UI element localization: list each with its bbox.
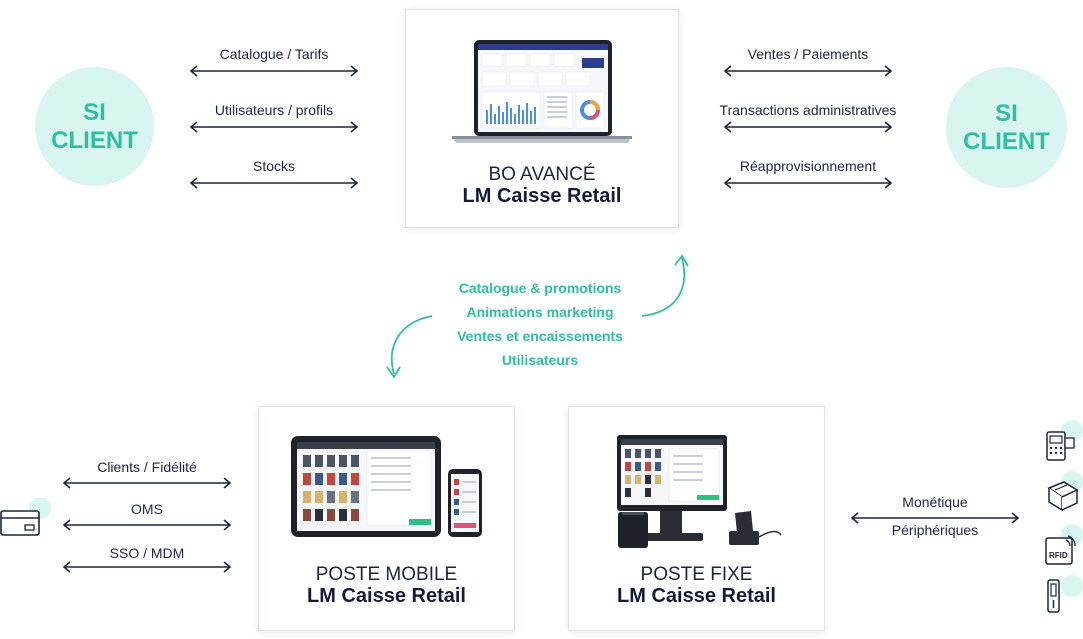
double-arrow [62,477,232,489]
mobile-card: POSTE MOBILE LM Caisse Retail [258,406,515,631]
fixe-card: POSTE FIXE LM Caisse Retail [568,406,825,631]
curved-arrow-down [390,315,433,375]
receipt-printer-icon [1040,470,1083,516]
laptop-illustration [452,40,632,143]
flow-label-stocks: Stocks [252,158,295,174]
flow-label-ventes: Ventes / Paiements [747,46,869,62]
double-arrow [189,121,359,133]
flow-label-clients: Clients / Fidélité [97,459,197,475]
flow-label-reappro: Réapprovisionnement [739,158,877,174]
curved-arrow-down-head [386,366,401,379]
si-client-right-line1: SI [995,99,1018,127]
si-client-left-line2: CLIENT [51,126,138,154]
fixe-card-subtitle: LM Caisse Retail [617,585,776,607]
double-arrow [723,65,893,77]
bo-card: BO AVANCÉ LM Caisse Retail [405,9,679,228]
tablet-phone-illustration [291,436,482,537]
bo-card-title: BO AVANCÉ [488,164,596,185]
double-arrow [62,519,232,531]
svg-text:RFID: RFID [1049,551,1068,560]
rfid-reader-icon: RFID [1040,524,1083,570]
flow-label-monetique: Monétique [902,494,968,510]
curved-arrow-up-head [674,254,689,267]
sync-flow-item: Animations marketing [466,304,614,320]
si-client-left: SI CLIENT [35,67,154,186]
flow-label-utilisateurs: Utilisateurs / profils [214,102,334,118]
bo-card-subtitle: LM Caisse Retail [462,185,622,207]
sync-flow-item: Catalogue & promotions [458,280,622,296]
sync-flow-item: Ventes et encaissements [457,328,623,344]
payment-terminal-icon [1040,420,1083,464]
si-client-right: SI CLIENT [946,67,1067,188]
mobile-card-subtitle: LM Caisse Retail [307,585,466,607]
double-arrow [189,177,359,189]
double-arrow [723,121,893,133]
double-arrow [850,512,1020,524]
double-arrow [723,177,893,189]
flow-label-sso: SSO / MDM [109,545,185,561]
flow-label-peripheriques: Périphériques [891,522,979,538]
barcode-scanner-icon [1040,575,1083,615]
flow-label-oms: OMS [131,501,163,517]
double-arrows [62,65,1020,573]
sync-flow-list: Catalogue & promotions Animations market… [430,276,650,372]
pos-terminal-illustration [617,435,782,548]
double-arrow [62,561,232,573]
fixe-card-title: POSTE FIXE [640,564,753,585]
credit-card-icon [0,498,52,540]
sync-flow-item: Utilisateurs [501,352,579,368]
flow-label-catalogue: Catalogue / Tarifs [219,46,329,62]
si-client-right-line2: CLIENT [963,127,1050,155]
double-arrow [189,65,359,77]
curved-arrow-up [641,257,686,317]
si-client-left-line1: SI [83,98,106,126]
flow-label-transactions: Transactions administratives [719,102,897,118]
mobile-card-title: POSTE MOBILE [315,564,458,585]
